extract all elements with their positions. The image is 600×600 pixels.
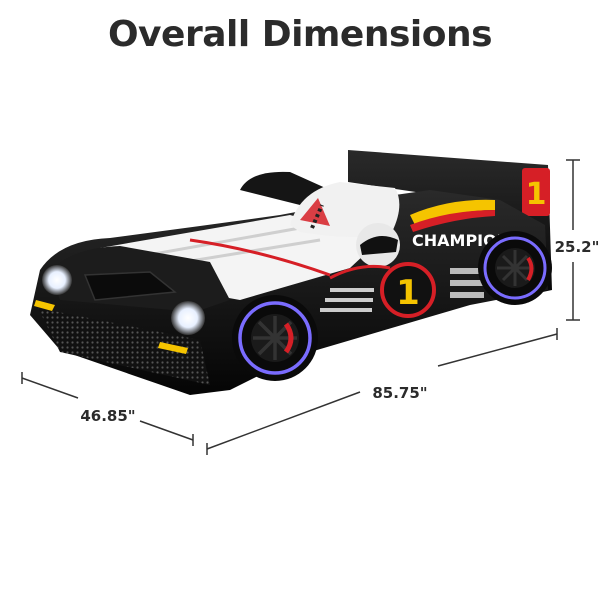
front-light-strip-left (34, 300, 55, 311)
rear-wheel (478, 231, 552, 305)
side-number: 1 (396, 273, 420, 313)
width-label: 46.85" (80, 407, 135, 425)
page-title: Overall Dimensions (107, 14, 493, 55)
champion-decal: CHAMPION (412, 231, 510, 250)
dimension-height: 25.2" (555, 159, 600, 321)
side-stripe-red (410, 210, 495, 232)
side-vents (320, 268, 484, 312)
height-label: 25.2" (555, 238, 600, 256)
race-car-bed: 1 CHAMPION 1 (30, 150, 552, 395)
headlight-right (171, 301, 205, 335)
rear-fender (240, 171, 330, 205)
rear-number-panel (522, 168, 550, 216)
front-wheel (232, 295, 318, 381)
length-label: 85.75" (372, 384, 427, 402)
front-grille (38, 308, 210, 385)
headlight-left (42, 265, 72, 295)
front-light-strip-right (158, 342, 188, 354)
dimension-length: 85.75" (206, 328, 558, 455)
rear-number: 1 (526, 177, 547, 212)
dimension-width: 46.85" (21, 372, 194, 446)
side-number-circle (380, 262, 436, 318)
